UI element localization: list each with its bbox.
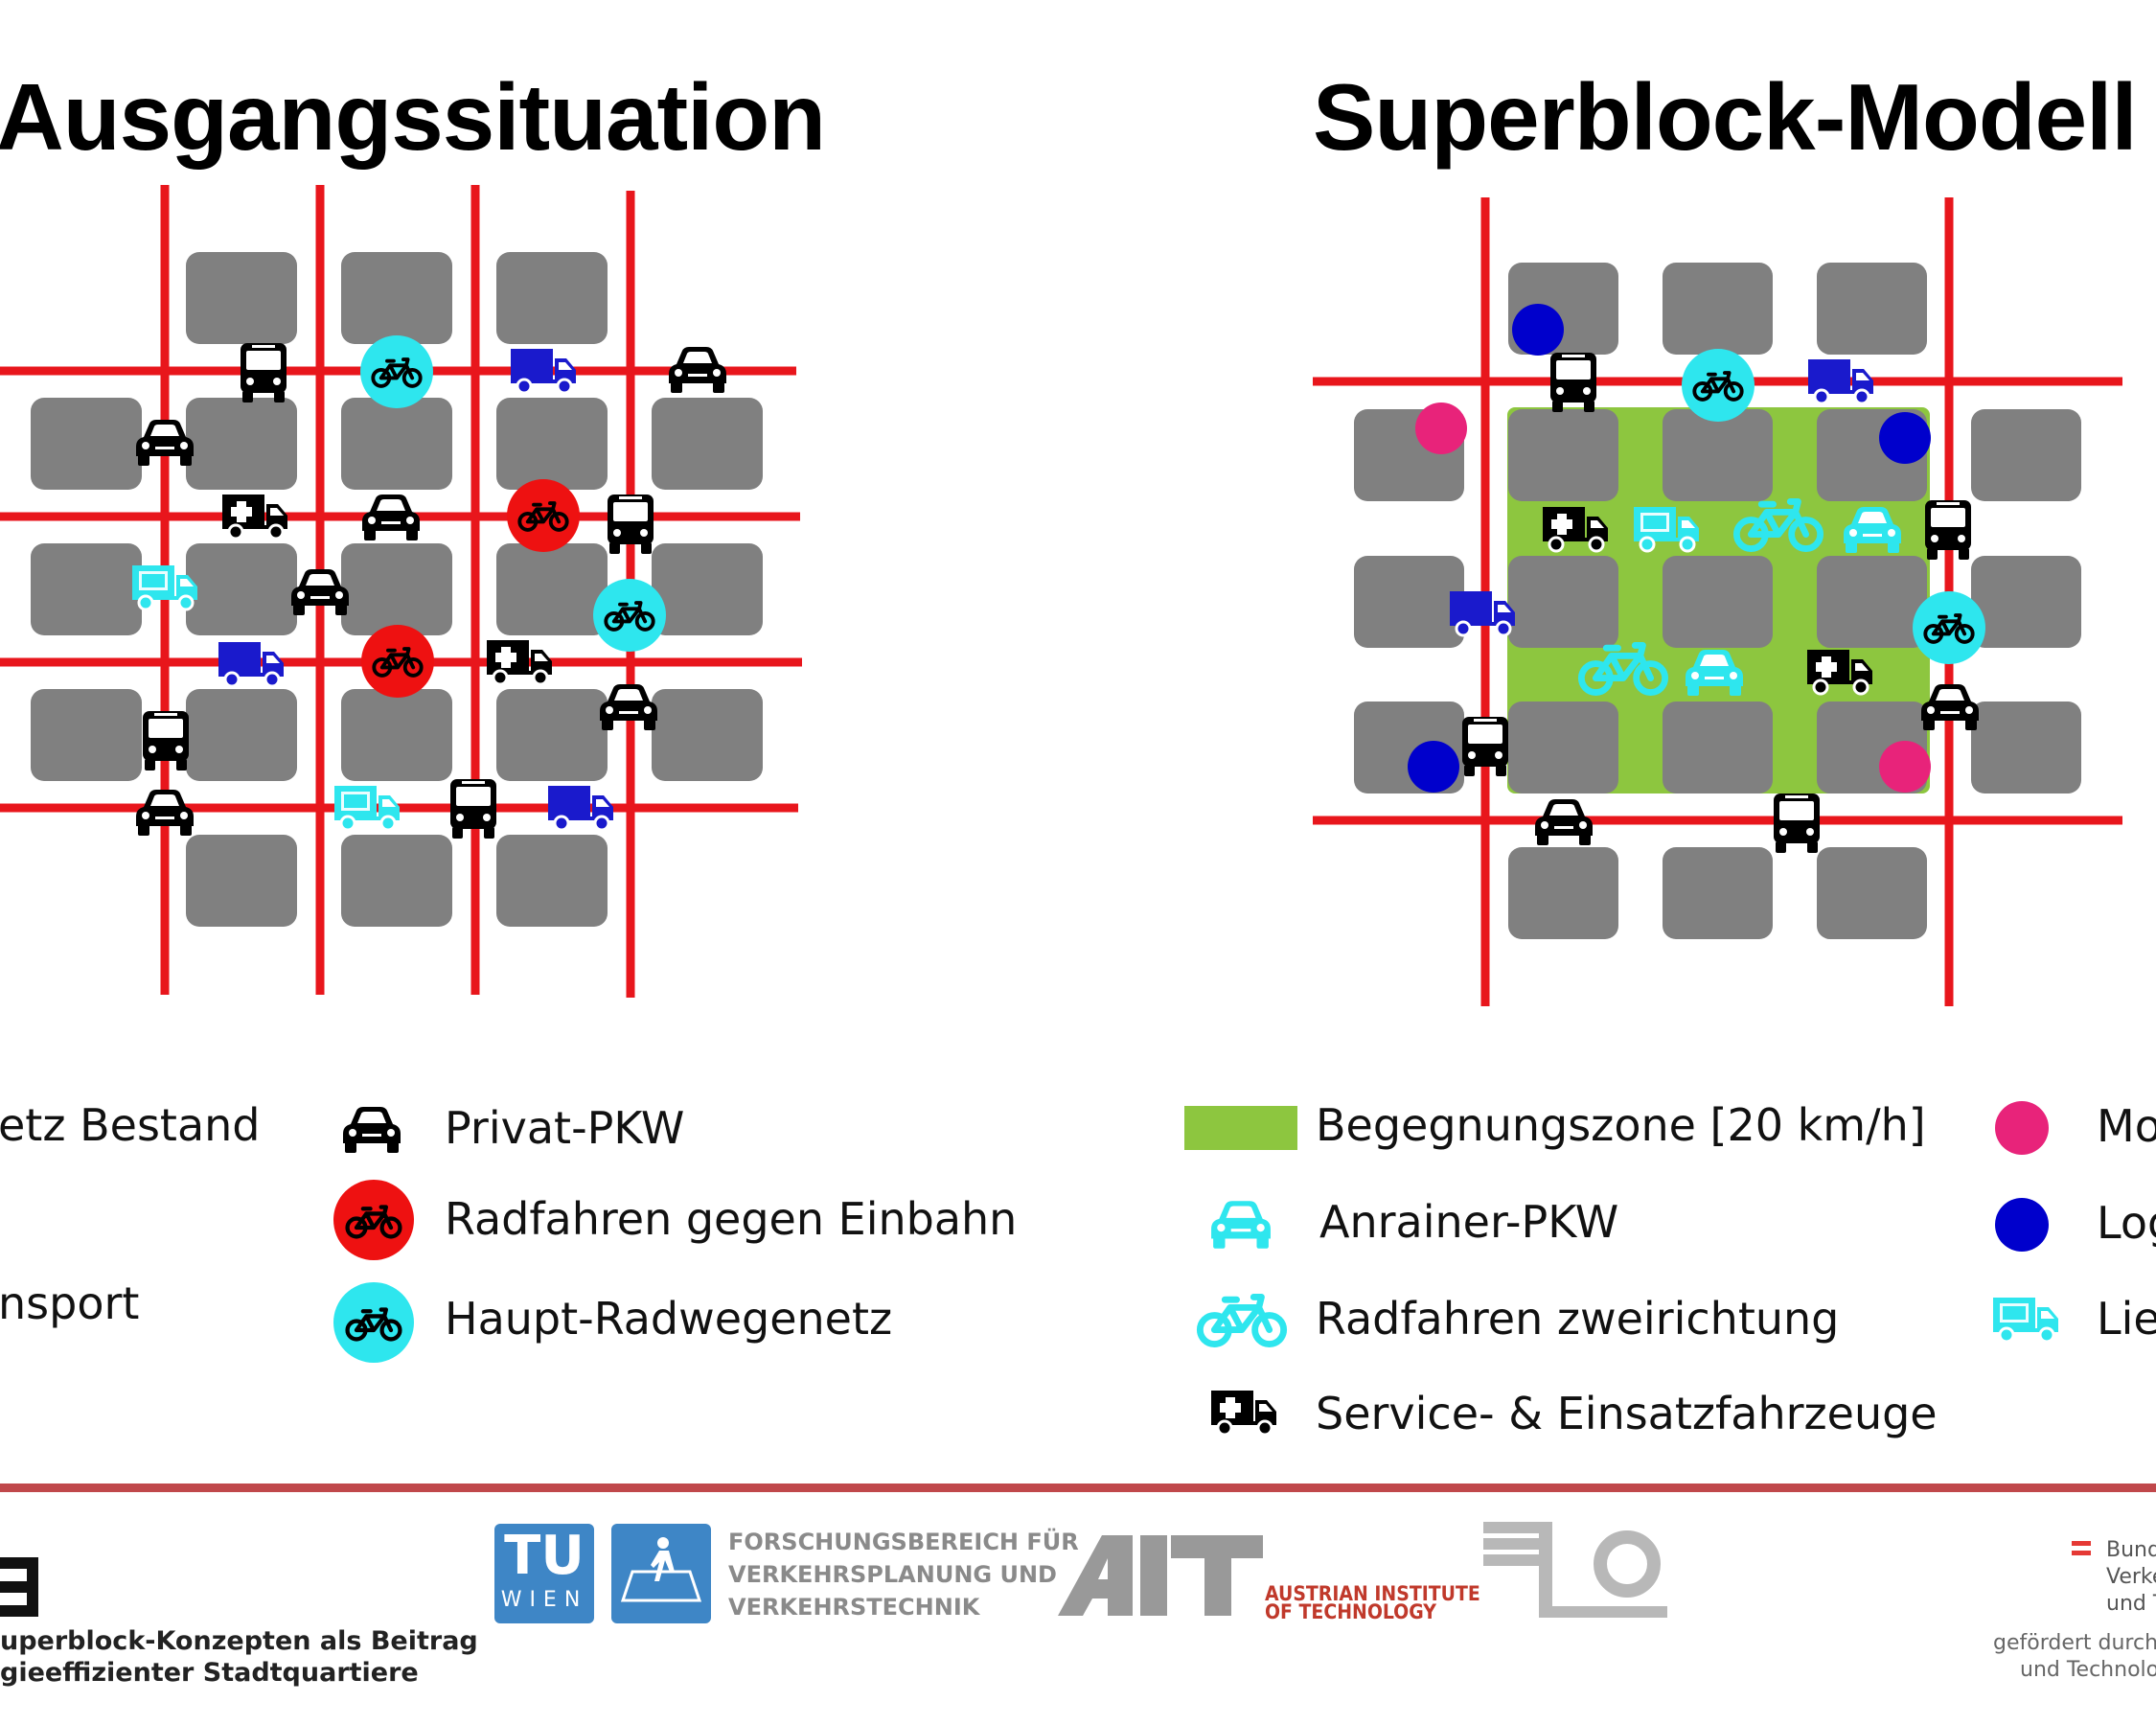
bike-red-circle-icon	[361, 625, 434, 698]
bund-text: Bund Verke und T	[2106, 1537, 2156, 1618]
gefoerdert-line2: und Technolo	[2020, 1658, 2156, 1682]
legend-label-service-einsatzfahrzeuge: Service- & Einsatzfahrzeuge	[1316, 1388, 1938, 1439]
title-superblock-modell: Superblock-Modell	[1313, 64, 2138, 170]
legend-label-radfahren-zweirichtung: Radfahren zweirichtung	[1316, 1293, 1840, 1345]
legend-bike-cyan-icon	[1200, 1297, 1283, 1344]
project-title-line2: gieeffizienter Stadtquartiere	[0, 1658, 419, 1688]
legend-ambulance-icon	[1209, 1389, 1278, 1437]
bus-icon	[1550, 353, 1596, 412]
pink-dot-icon	[1415, 402, 1467, 454]
legend-label-lie: Lie	[2097, 1293, 2156, 1345]
car-icon	[1535, 799, 1593, 845]
forschungsbereich-text: FORSCHUNGSBEREICH FÜR VERKEHRSPLANUNG UN…	[728, 1526, 1079, 1623]
legend-label-log: Log	[2097, 1197, 2156, 1249]
truck-icon	[217, 640, 286, 688]
bike-cyan-circle-icon	[593, 579, 666, 652]
bund-line3: und T	[2106, 1592, 2156, 1616]
legend-label-anrainer-pkw: Anrainer-PKW	[1319, 1196, 1619, 1248]
tu-wien-text: TU WIEN	[494, 1528, 594, 1616]
footer-logos	[0, 1522, 2091, 1623]
bike-cyan-circle-icon	[1913, 591, 1985, 664]
bike-cyan-circle-icon	[360, 335, 433, 408]
ait-sub-line1: AUSTRIAN INSTITUTE	[1265, 1582, 1480, 1605]
e-logo-fragment	[0, 1557, 38, 1617]
legend-label-begegnungszone: Begegnungszone [20 km/h]	[1316, 1099, 1926, 1151]
ambulance-icon	[485, 638, 554, 686]
ambulance-icon	[220, 493, 289, 540]
truck-cyan-icon	[333, 784, 401, 832]
fb-line2: VERKEHRSPLANUNG UND	[728, 1561, 1057, 1588]
blue-dot-icon	[1512, 304, 1564, 356]
legend-pink-dot-icon	[1995, 1101, 2049, 1155]
legend-icons-right	[1184, 1101, 2060, 1437]
ait-subtitle: AUSTRIAN INSTITUTE OF TECHNOLOGY	[1265, 1582, 1480, 1623]
car-icon	[362, 494, 420, 540]
footer-divider	[0, 1484, 2156, 1492]
gefoerdert-line1: gefördert durch:	[1993, 1631, 2156, 1655]
legend-truck-cyan-icon	[1991, 1296, 2060, 1344]
title-ausgangssituation: Ausgangssituation	[0, 64, 826, 170]
bund-line2: Verke	[2106, 1565, 2156, 1589]
tu-label: TU	[504, 1525, 585, 1587]
legend-car-icon	[343, 1107, 401, 1153]
left-blocks	[31, 252, 763, 927]
bike-cyan-circle-icon	[1682, 349, 1755, 422]
right-diagram	[1313, 197, 2122, 1006]
ait-logo	[1058, 1535, 1263, 1616]
legend-zone-swatch	[1184, 1106, 1297, 1150]
bus-icon	[241, 343, 287, 402]
flo-logo	[1483, 1522, 1667, 1618]
car-icon	[669, 347, 726, 393]
pink-dot-icon	[1879, 741, 1931, 793]
right-blocks	[1354, 263, 2081, 939]
truck-icon	[546, 784, 615, 832]
legend-label-haupt-radwegenetz: Haupt-Radwegenetz	[445, 1293, 893, 1345]
truck-icon	[509, 347, 578, 395]
fb-line1: FORSCHUNGSBEREICH FÜR	[728, 1529, 1079, 1555]
bund-line1: Bund	[2106, 1538, 2156, 1562]
legend-label-transport: nsport	[0, 1277, 140, 1329]
tu-wien-logo	[494, 1524, 594, 1623]
wien-label: WIEN	[500, 1588, 588, 1612]
legend-bike-red-circle-icon	[333, 1180, 414, 1260]
legend-bike-cyan-circle-icon	[333, 1282, 414, 1363]
blue-dot-icon	[1879, 412, 1931, 464]
legend-label-mo: Mo	[2097, 1100, 2156, 1152]
project-title-line1: uperblock-Konzepten als Beitrag	[0, 1626, 478, 1656]
bike-red-circle-icon	[507, 479, 580, 552]
ait-sub-line2: OF TECHNOLOGY	[1265, 1600, 1436, 1623]
legend-icons-left	[333, 1107, 414, 1363]
legend-label-netz-bestand: etz Bestand	[0, 1099, 261, 1151]
left-diagram	[0, 185, 802, 998]
austria-flag-icon	[2072, 1541, 2091, 1555]
legend-label-radfahren-gegen-einbahn: Radfahren gegen Einbahn	[445, 1193, 1018, 1245]
fb-line3: VERKEHRSTECHNIK	[728, 1594, 980, 1621]
legend-car-cyan-icon	[1211, 1201, 1271, 1249]
legend-label-privat-pkw: Privat-PKW	[445, 1102, 685, 1154]
bus-icon	[1774, 794, 1820, 853]
truck-icon	[1806, 357, 1875, 405]
blue-dot-icon	[1408, 741, 1459, 793]
legend-blue-dot-icon	[1995, 1198, 2049, 1252]
